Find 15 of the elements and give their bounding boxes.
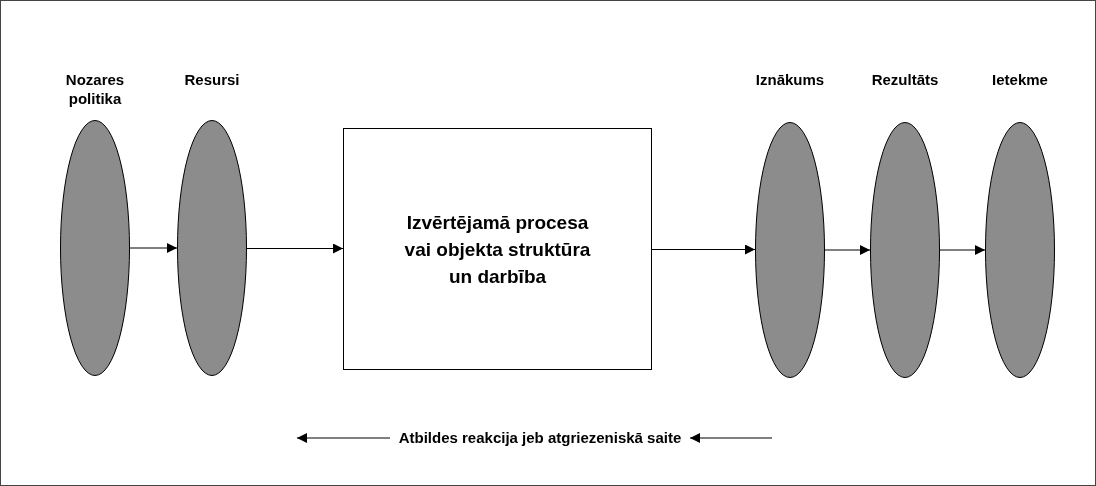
node-heading: Ietekme [991, 70, 1049, 89]
node-heading: Resursi [183, 70, 241, 89]
node-heading: Iznākums [754, 70, 826, 89]
arrow [824, 245, 871, 255]
arrow [939, 245, 986, 255]
feedback-text: Atbildes reakcija jeb atgriezeniskā saite [398, 428, 682, 448]
node-heading: Rezultāts [870, 70, 940, 89]
node-heading: Nozares politika [64, 70, 126, 108]
arrow [689, 433, 773, 443]
arrow [129, 243, 178, 253]
arrow [296, 433, 391, 443]
arrow [651, 244, 756, 255]
box-text: Izvērtējamā procesa vai objekta struktūra un darbība [403, 210, 592, 289]
process-box [343, 128, 652, 370]
arrow [246, 243, 344, 254]
